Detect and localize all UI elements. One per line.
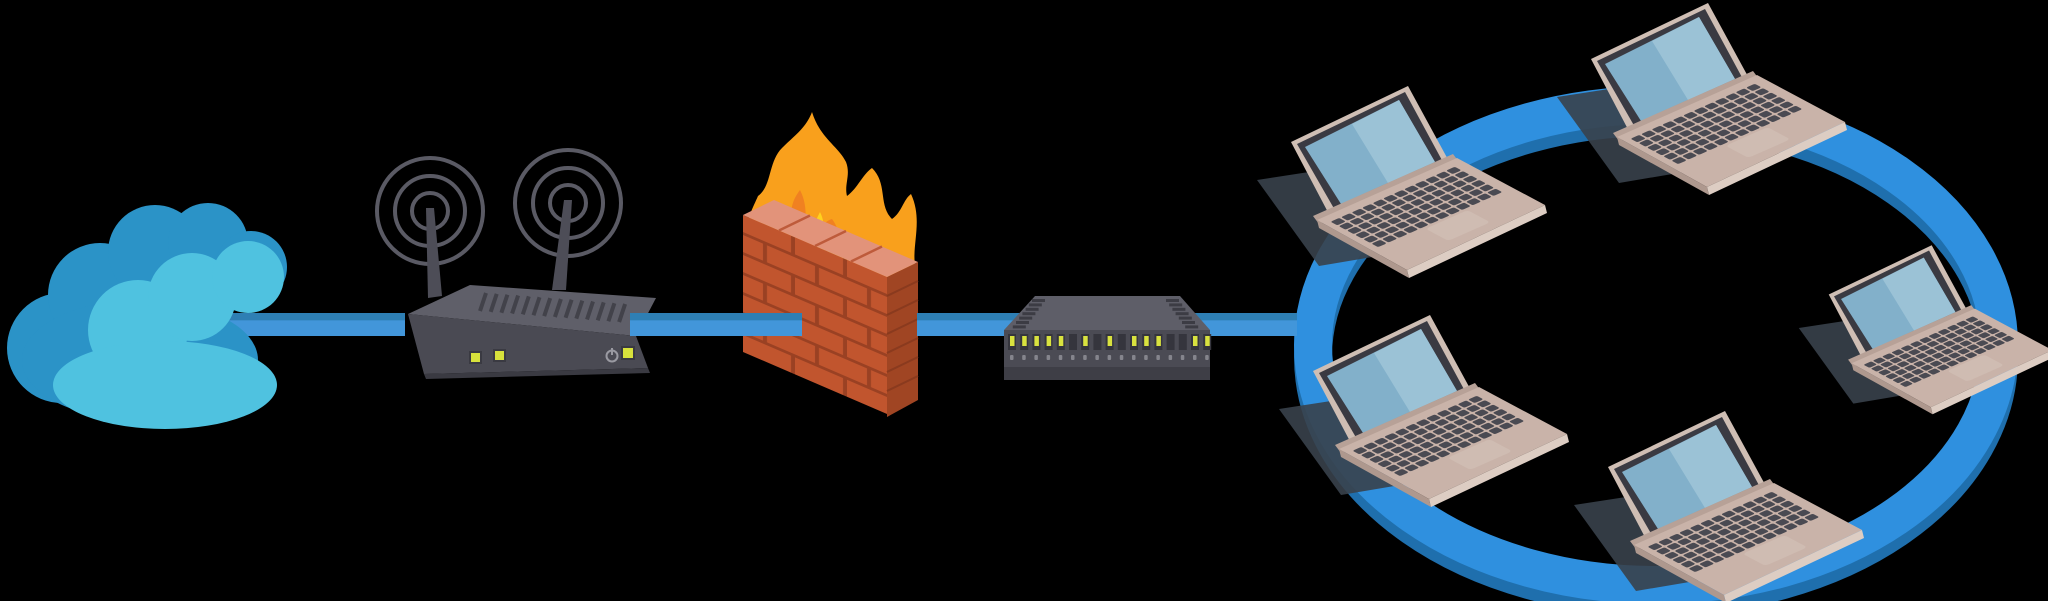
wireless-router xyxy=(375,148,656,379)
router-status-leds xyxy=(469,349,506,364)
wifi-signal-icon xyxy=(375,148,623,266)
power-icon xyxy=(605,348,619,363)
switch-top-face xyxy=(1004,296,1210,330)
network-switch xyxy=(1004,296,1212,380)
router-vents xyxy=(478,292,627,323)
router-front-face xyxy=(408,314,648,374)
router-power-led xyxy=(621,346,635,360)
firewall-side-joints xyxy=(886,280,919,392)
switch-port-dots xyxy=(1010,355,1209,360)
firewall-brick-face xyxy=(743,215,887,415)
switch-port-leds xyxy=(1008,334,1212,350)
firewall xyxy=(743,112,919,417)
router-base-strip xyxy=(424,368,650,379)
firewall-side-face xyxy=(887,262,918,417)
switch-vents xyxy=(1012,299,1199,329)
router-top-face xyxy=(408,285,656,336)
switch-bottom-band xyxy=(1004,367,1210,380)
router-antenna-right xyxy=(552,200,572,290)
firewall-cap-joints xyxy=(778,214,883,263)
laptop-top-right xyxy=(1557,3,1847,195)
router-antenna-left xyxy=(426,208,442,298)
internet-cloud-icon xyxy=(7,203,287,429)
